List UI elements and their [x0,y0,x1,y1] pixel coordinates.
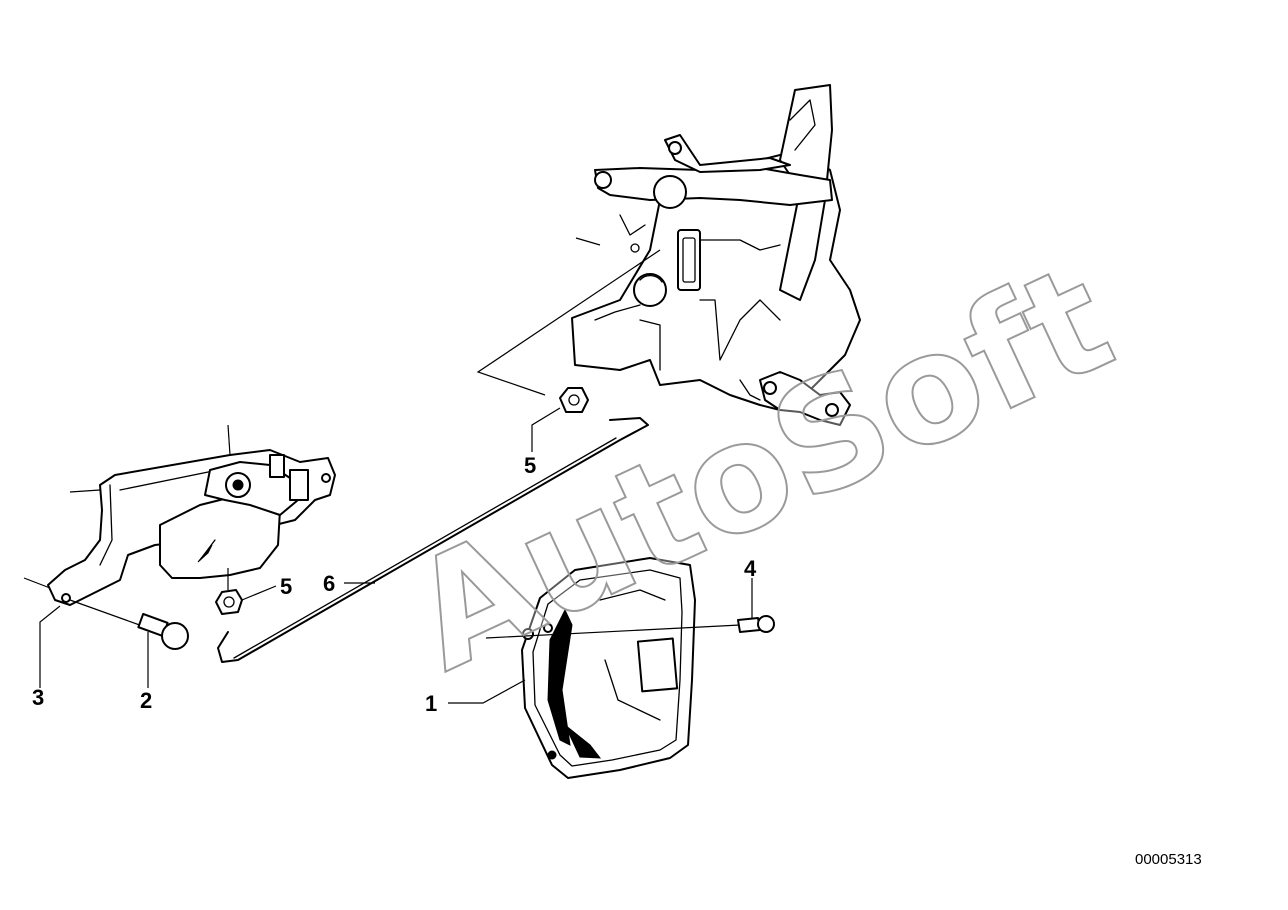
interior-handle-assembly [23,424,336,606]
connecting-rod-part-6 [217,417,649,663]
nut-part-5-lower [215,568,243,615]
callout-label-4: 4 [744,556,757,581]
callout-label-1: 1 [425,691,437,716]
callout-labels: 1 2 3 4 5 5 6 [32,453,757,716]
callout-label-2: 2 [140,688,152,713]
nut-part-5-upper [559,387,589,413]
handle-bezel-part-1 [521,557,696,779]
callout-label-6: 6 [323,571,335,596]
diagram-reference-number: 00005313 [1135,851,1202,868]
screw-part-4 [485,615,775,639]
door-lock-assembly [476,84,861,426]
callout-label-5-lower: 5 [280,574,292,599]
callout-label-3: 3 [32,685,44,710]
callout-leaders [39,407,753,704]
screw-part-2 [69,599,189,650]
callout-label-5-upper: 5 [524,453,536,478]
